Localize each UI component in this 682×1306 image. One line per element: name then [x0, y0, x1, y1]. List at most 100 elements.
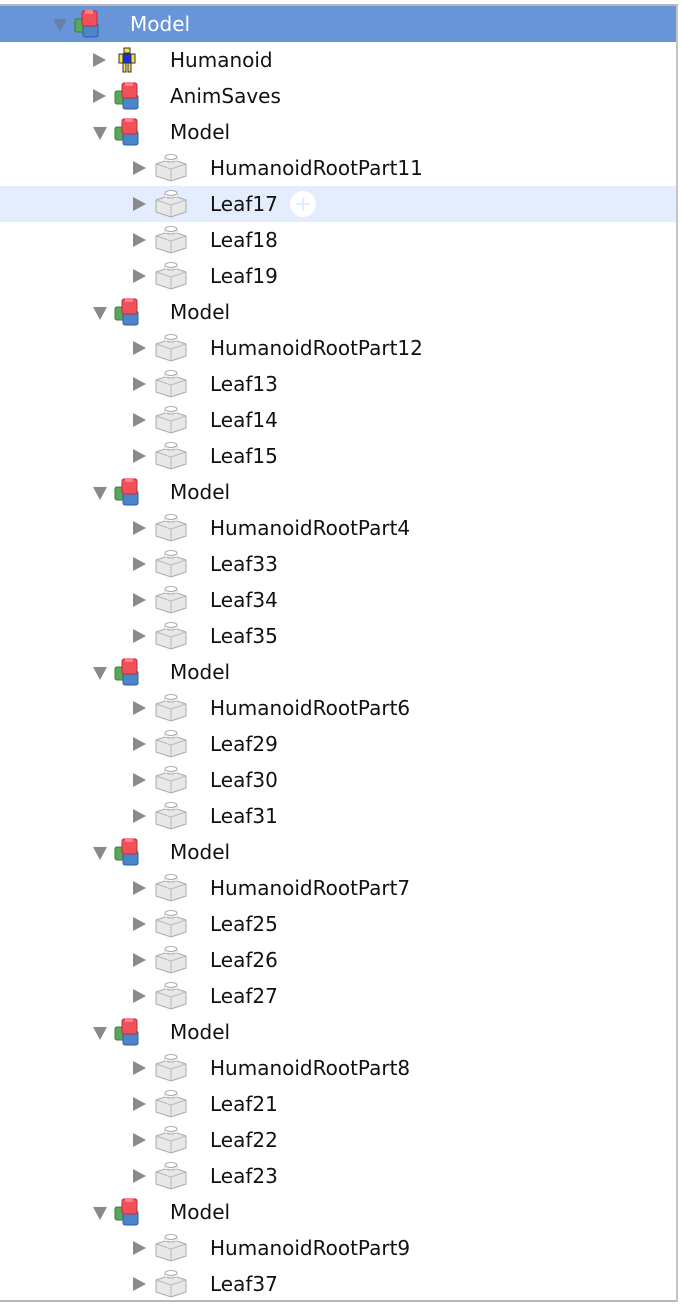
expand-arrow-right-icon[interactable]	[133, 197, 146, 211]
expand-arrow-down-icon[interactable]	[93, 487, 107, 500]
expand-arrow-right-icon[interactable]	[133, 593, 146, 607]
tree-row[interactable]: Model	[0, 6, 676, 42]
tree-row[interactable]: Leaf33	[0, 546, 676, 582]
expand-arrow-right-icon[interactable]	[133, 557, 146, 571]
expand-arrow-right-icon[interactable]	[133, 161, 146, 175]
expand-arrow-down-icon[interactable]	[93, 1027, 107, 1040]
model-icon	[114, 1018, 140, 1046]
tree-row[interactable]: HumanoidRootPart4	[0, 510, 676, 546]
tree-row[interactable]: Leaf14	[0, 402, 676, 438]
expand-arrow-right-icon[interactable]	[133, 881, 146, 895]
tree-row[interactable]: Leaf19	[0, 258, 676, 294]
expand-arrow-right-icon[interactable]	[133, 269, 146, 283]
tree-row-label: Model	[170, 300, 231, 324]
tree-row[interactable]: Leaf27	[0, 978, 676, 1014]
part-icon	[154, 226, 187, 254]
part-icon	[154, 1270, 187, 1298]
tree-row[interactable]: Model	[0, 834, 676, 870]
tree-row[interactable]: Leaf23	[0, 1158, 676, 1194]
part-icon	[154, 334, 187, 362]
tree-row[interactable]: Model	[0, 114, 676, 150]
expand-arrow-right-icon[interactable]	[133, 1169, 146, 1183]
tree-row[interactable]: Model	[0, 1014, 676, 1050]
expand-arrow-down-icon[interactable]	[53, 19, 67, 32]
model-icon	[114, 838, 140, 866]
part-icon	[154, 946, 187, 974]
tree-row[interactable]: Model	[0, 294, 676, 330]
tree-row[interactable]: Leaf29	[0, 726, 676, 762]
part-icon	[154, 622, 187, 650]
tree-row-label: Leaf19	[210, 264, 278, 288]
part-icon	[154, 1234, 187, 1262]
expand-arrow-right-icon[interactable]	[133, 377, 146, 391]
tree-row[interactable]: Leaf34	[0, 582, 676, 618]
tree-row[interactable]: Leaf31	[0, 798, 676, 834]
expand-arrow-right-icon[interactable]	[133, 413, 146, 427]
tree-row[interactable]: Leaf21	[0, 1086, 676, 1122]
expand-arrow-right-icon[interactable]	[133, 521, 146, 535]
expand-arrow-right-icon[interactable]	[133, 809, 146, 823]
part-icon	[154, 514, 187, 542]
part-icon	[154, 442, 187, 470]
tree-row-label: Leaf29	[210, 732, 278, 756]
model-icon	[114, 118, 140, 146]
tree-row[interactable]: HumanoidRootPart12	[0, 330, 676, 366]
expand-arrow-down-icon[interactable]	[93, 127, 107, 140]
tree-row-label: Model	[130, 12, 191, 36]
expand-arrow-right-icon[interactable]	[93, 53, 106, 67]
tree-row[interactable]: Model	[0, 474, 676, 510]
expand-arrow-down-icon[interactable]	[93, 847, 107, 860]
tree-row[interactable]: HumanoidRootPart9	[0, 1230, 676, 1266]
model-icon	[74, 10, 100, 38]
expand-arrow-right-icon[interactable]	[133, 1061, 146, 1075]
tree-row[interactable]: Leaf15	[0, 438, 676, 474]
tree-row[interactable]: Leaf25	[0, 906, 676, 942]
expand-arrow-right-icon[interactable]	[133, 233, 146, 247]
expand-arrow-right-icon[interactable]	[93, 89, 106, 103]
tree-row[interactable]: HumanoidRootPart6	[0, 690, 676, 726]
expand-arrow-right-icon[interactable]	[133, 701, 146, 715]
part-icon	[154, 1126, 187, 1154]
tree-row[interactable]: Model	[0, 1194, 676, 1230]
expand-arrow-right-icon[interactable]	[133, 1097, 146, 1111]
tree-row[interactable]: HumanoidRootPart7	[0, 870, 676, 906]
tree-row[interactable]: AnimSaves	[0, 78, 676, 114]
expand-arrow-right-icon[interactable]	[133, 1241, 146, 1255]
tree-row[interactable]: HumanoidRootPart8	[0, 1050, 676, 1086]
expand-arrow-down-icon[interactable]	[93, 667, 107, 680]
expand-arrow-right-icon[interactable]	[133, 917, 146, 931]
tree-row[interactable]: Leaf22	[0, 1122, 676, 1158]
part-icon	[154, 1054, 187, 1082]
tree-row[interactable]: Leaf35	[0, 618, 676, 654]
expand-arrow-right-icon[interactable]	[133, 341, 146, 355]
expand-arrow-right-icon[interactable]	[133, 1277, 146, 1291]
tree-row[interactable]: Leaf17	[0, 186, 676, 222]
expand-arrow-right-icon[interactable]	[133, 1133, 146, 1147]
tree-row[interactable]: Humanoid	[0, 42, 676, 78]
expand-arrow-right-icon[interactable]	[133, 449, 146, 463]
part-icon	[154, 550, 187, 578]
tree-row[interactable]: Leaf18	[0, 222, 676, 258]
tree-row[interactable]: Leaf30	[0, 762, 676, 798]
expand-arrow-right-icon[interactable]	[133, 737, 146, 751]
tree-row[interactable]: Model	[0, 654, 676, 690]
insert-object-plus-icon[interactable]	[290, 191, 316, 217]
part-icon	[154, 1162, 187, 1190]
tree-row[interactable]: Leaf13	[0, 366, 676, 402]
part-icon	[154, 730, 187, 758]
tree-row[interactable]: Leaf37	[0, 1266, 676, 1302]
expand-arrow-right-icon[interactable]	[133, 773, 146, 787]
expand-arrow-down-icon[interactable]	[93, 307, 107, 320]
tree-row-label: Leaf30	[210, 768, 278, 792]
tree-row[interactable]: HumanoidRootPart11	[0, 150, 676, 186]
tree-row-label: Model	[170, 120, 231, 144]
expand-arrow-down-icon[interactable]	[93, 1207, 107, 1220]
expand-arrow-right-icon[interactable]	[133, 953, 146, 967]
expand-arrow-right-icon[interactable]	[133, 989, 146, 1003]
part-icon	[154, 190, 187, 218]
part-icon	[154, 766, 187, 794]
tree-row[interactable]: Leaf26	[0, 942, 676, 978]
expand-arrow-right-icon[interactable]	[133, 629, 146, 643]
model-icon	[114, 82, 140, 110]
